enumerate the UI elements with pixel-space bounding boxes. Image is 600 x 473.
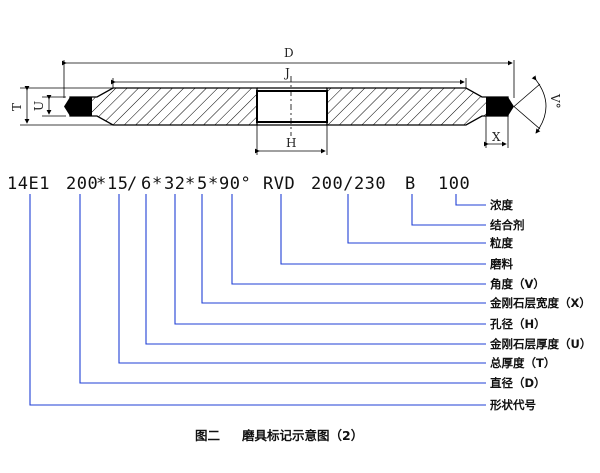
code-shape: 14E1 xyxy=(7,174,50,194)
dim-label-j: J xyxy=(283,66,290,80)
label-total-thickness: 总厚度（T） xyxy=(490,356,555,370)
label-bore: 孔径（H） xyxy=(490,317,546,331)
label-layer-thickness: 金刚石层厚度（U） xyxy=(489,337,591,351)
leader-bore xyxy=(174,194,486,325)
label-angle: 角度（V） xyxy=(490,277,545,291)
code-sep: * xyxy=(185,174,196,194)
dimension-lines xyxy=(20,60,547,155)
leader-diameter xyxy=(79,194,486,384)
code-concentration: 100 xyxy=(438,174,470,194)
leader-bond xyxy=(411,194,486,226)
label-layer-width: 金刚石层宽度（X） xyxy=(489,296,591,310)
leader-angle xyxy=(231,194,486,285)
code-total-thickness: 15 xyxy=(107,174,128,194)
caption-figure-number: 图二 xyxy=(195,428,221,443)
leader-lines xyxy=(29,194,486,406)
leader-shape xyxy=(29,194,486,406)
code-bond: B xyxy=(405,174,416,194)
dimension-labels: D J T U H X V° xyxy=(10,46,562,150)
wheel-cross-section xyxy=(64,76,514,136)
dim-label-x: X xyxy=(492,130,501,144)
leader-grit xyxy=(347,194,486,244)
dim-label-u: U xyxy=(32,101,46,111)
label-abrasive: 磨料 xyxy=(489,257,513,271)
code-grit: 200/230 xyxy=(311,174,386,194)
dim-label-h: H xyxy=(286,136,296,150)
label-grit: 粒度 xyxy=(490,236,513,250)
code-sep: * xyxy=(96,174,107,194)
code-sep: * xyxy=(208,174,219,194)
code-diameter: 200 xyxy=(66,174,98,194)
code-sep: * xyxy=(152,174,163,194)
leader-total-thickness xyxy=(118,194,486,364)
dim-label-t: T xyxy=(10,103,24,111)
leader-concentration xyxy=(455,194,486,206)
dim-label-v: V° xyxy=(548,93,562,109)
code-layer-width: 5 xyxy=(197,174,208,194)
leader-abrasive xyxy=(280,194,486,265)
leader-layer-width xyxy=(201,194,486,304)
leader-layer-thickness xyxy=(145,194,486,345)
label-diameter: 直径（D） xyxy=(490,376,546,390)
label-shape: 形状代号 xyxy=(490,398,536,412)
code-angle: 90° xyxy=(219,174,251,194)
marking-code: 14E1 200 * 15 / 6 * 32 * 5 * 90° RVD 200… xyxy=(7,174,470,194)
code-abrasive: RVD xyxy=(263,174,295,194)
code-layer-thickness: 6 xyxy=(141,174,152,194)
code-sep: / xyxy=(127,174,138,194)
dim-label-d: D xyxy=(284,46,294,60)
label-concentration: 浓度 xyxy=(490,198,513,212)
legend-labels: 浓度 结合剂 粒度 磨料 角度（V） 金刚石层宽度（X） 孔径（H） 金刚石层厚… xyxy=(489,198,591,412)
label-bond: 结合剂 xyxy=(489,218,525,232)
figure-caption: 图二 磨具标记示意图（2） xyxy=(195,428,363,443)
caption-title: 磨具标记示意图（2） xyxy=(241,428,363,443)
code-bore: 32 xyxy=(164,174,185,194)
